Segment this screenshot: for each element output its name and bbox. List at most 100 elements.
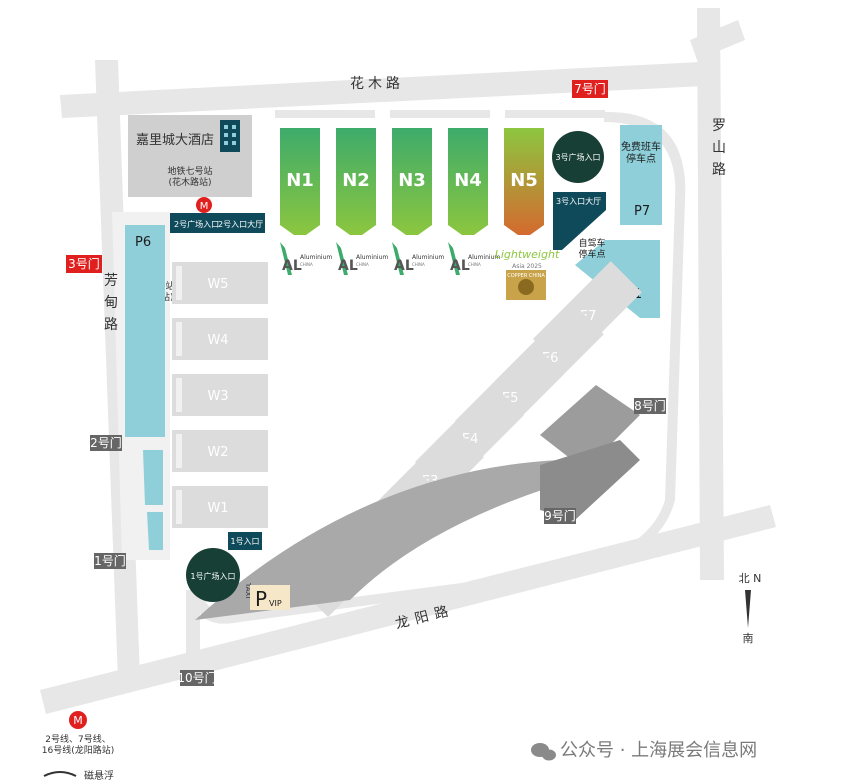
hall-n4: N4 bbox=[448, 128, 488, 235]
maglev-icon bbox=[43, 771, 77, 777]
rail-block-mid bbox=[540, 440, 640, 520]
entry1-label: 1号入口 bbox=[230, 537, 259, 546]
plaza1-label: 1号广场入口 bbox=[190, 571, 235, 581]
parking-p7 bbox=[620, 125, 662, 225]
road-south bbox=[40, 505, 776, 714]
svg-text:CHINA: CHINA bbox=[300, 262, 313, 267]
vip-parking bbox=[250, 585, 290, 610]
north-halls: N1 N2 N3 N4 N5 bbox=[280, 128, 544, 235]
road-seg-3 bbox=[505, 110, 605, 118]
hall-w4: W4 bbox=[172, 318, 268, 360]
hall-w5: W5 bbox=[172, 262, 268, 304]
entrance-hall-2 bbox=[170, 213, 265, 233]
svg-text:AL: AL bbox=[338, 258, 358, 274]
plaza1-circle bbox=[186, 548, 240, 602]
hall-label: W4 bbox=[207, 333, 228, 348]
gate-10-label: 10号门 bbox=[177, 670, 216, 685]
svg-text:AL: AL bbox=[394, 258, 414, 274]
lightweight-logo-sub: Asia 2025 bbox=[512, 263, 542, 270]
gate-8: 8号门 bbox=[634, 398, 666, 414]
roads bbox=[40, 8, 776, 714]
metro-south-text: 2号线、7号线、16号线(龙阳路站) bbox=[42, 733, 114, 756]
gate-2: 2号门 bbox=[90, 435, 122, 451]
rail-block-diag bbox=[195, 460, 590, 620]
hall-n3: N3 bbox=[392, 128, 432, 235]
gate-1: 1号门 bbox=[94, 553, 126, 569]
hall-label: W5 bbox=[207, 277, 228, 292]
hall-label: N2 bbox=[342, 170, 370, 191]
copper-china-label: COPPER CHINA bbox=[507, 273, 545, 279]
hall-n1: N1 bbox=[280, 128, 320, 235]
svg-text:CHINA: CHINA bbox=[356, 262, 369, 267]
watermark-text: 公众号 · 上海展会信息网 bbox=[560, 740, 757, 761]
gate-3-label: 3号门 bbox=[68, 256, 100, 271]
hall-label: N1 bbox=[286, 170, 314, 191]
compass-north-label: 北 N bbox=[739, 572, 762, 585]
vip-sub-label: VIP bbox=[269, 599, 282, 608]
parking-p7-label: P7 bbox=[634, 204, 650, 219]
gate-7-label: 7号门 bbox=[574, 81, 606, 96]
gate-9-label: 9号门 bbox=[544, 508, 576, 523]
hall-n2: N2 bbox=[336, 128, 376, 235]
parking-p6-label: P6 bbox=[135, 235, 151, 250]
road-east-label: 罗山路 bbox=[712, 118, 726, 178]
road-seg-1 bbox=[275, 110, 375, 118]
gate-2-label: 2号门 bbox=[90, 435, 122, 450]
wechat-icon bbox=[531, 743, 556, 761]
road-east bbox=[697, 8, 724, 580]
plaza3-circle bbox=[552, 131, 604, 183]
gate-7: 7号门 bbox=[572, 80, 608, 98]
hall3-label: 3号入口大厅 bbox=[556, 196, 601, 206]
metro-north-text: 地铁七号站(花木路站) bbox=[167, 165, 212, 188]
copper-china-logo bbox=[506, 270, 546, 300]
road-north bbox=[60, 62, 704, 118]
road-west-label: 芳甸路 bbox=[104, 272, 118, 333]
svg-text:M: M bbox=[73, 714, 83, 727]
svg-text:AL: AL bbox=[450, 258, 470, 274]
plaza2-label: 2号广场入口 bbox=[174, 219, 219, 229]
lightweight-logo: Lightweight bbox=[495, 248, 560, 261]
hall-label: W2 bbox=[207, 445, 228, 460]
taxi-label: TAXI bbox=[244, 582, 252, 598]
compass-arrow-icon bbox=[745, 590, 751, 628]
hall2-label: 2号入口大厅 bbox=[218, 219, 263, 229]
metro-north-icon: M bbox=[196, 197, 212, 213]
hotel-label: 嘉里城大酒店 bbox=[136, 133, 214, 148]
maglev-label: 磁悬浮 bbox=[84, 769, 114, 782]
hall-w3: W3 bbox=[172, 374, 268, 416]
compass-south-label: 南 bbox=[743, 632, 754, 645]
hall-w1: W1 bbox=[172, 486, 268, 528]
hall-w2: W2 bbox=[172, 430, 268, 472]
hall-n5: N5 bbox=[504, 128, 544, 235]
hall-label: W3 bbox=[207, 389, 228, 404]
svg-text:Aluminium: Aluminium bbox=[412, 254, 444, 261]
svg-text:Aluminium: Aluminium bbox=[356, 254, 388, 261]
hall-label: W1 bbox=[207, 501, 228, 516]
gate-9: 9号门 bbox=[544, 508, 576, 524]
svg-text:Aluminium: Aluminium bbox=[468, 254, 500, 261]
svg-text:AL: AL bbox=[282, 258, 302, 274]
gate-1-label: 1号门 bbox=[94, 553, 126, 568]
entrance-1 bbox=[228, 532, 262, 550]
plaza3-label: 3号广场入口 bbox=[555, 152, 600, 162]
vip-p-label: P bbox=[255, 587, 267, 611]
shuttle-stop-label: 免费班车停车点 bbox=[621, 140, 661, 165]
svg-text:M: M bbox=[200, 201, 209, 212]
entrance-hall-3 bbox=[553, 192, 606, 250]
gate-3: 3号门 bbox=[66, 255, 102, 273]
road-north-label: 花木路 bbox=[350, 76, 404, 92]
gate-10: 10号门 bbox=[177, 670, 217, 686]
metro-south-icon: M bbox=[69, 711, 87, 729]
road-gate10 bbox=[186, 590, 200, 672]
svg-text:Aluminium: Aluminium bbox=[300, 254, 332, 261]
road-seg-2 bbox=[390, 110, 490, 118]
svg-text:CHINA: CHINA bbox=[412, 262, 425, 267]
gate-8-label: 8号门 bbox=[634, 398, 666, 413]
hall-label: N4 bbox=[454, 170, 482, 191]
